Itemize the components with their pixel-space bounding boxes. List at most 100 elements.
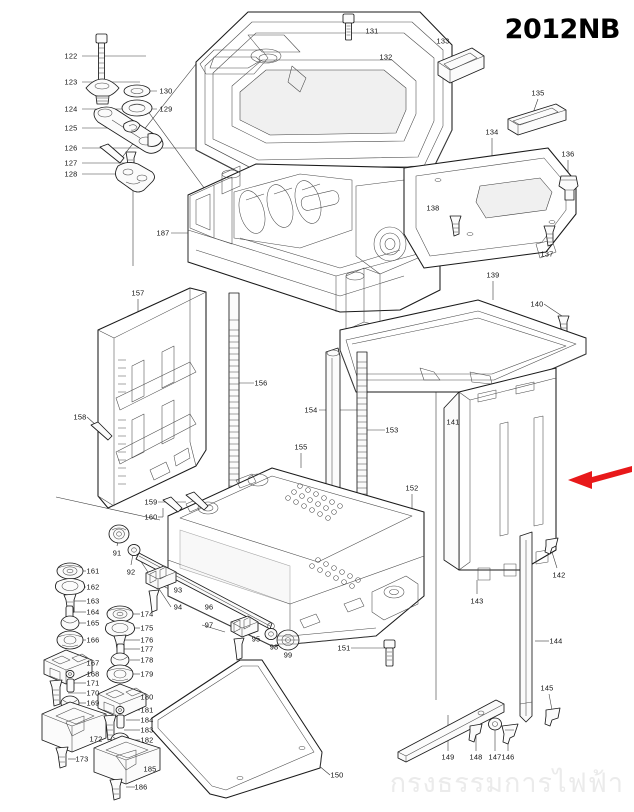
callout-93: 93 (173, 585, 183, 595)
callout-147: 147 (488, 752, 502, 762)
callout-148: 148 (469, 752, 483, 762)
callout-98: 98 (269, 642, 279, 652)
callout-169: 169 (86, 698, 100, 708)
callout-181: 181 (140, 705, 154, 715)
callout-92: 92 (126, 567, 136, 577)
callout-168: 168 (86, 669, 100, 679)
callout-178: 178 (140, 655, 154, 665)
part-123-knob (85, 78, 120, 105)
part-135-bar (507, 103, 567, 136)
callout-182: 182 (140, 735, 154, 745)
callout-151: 151 (337, 643, 351, 653)
part-173-screw (55, 746, 69, 769)
callout-127: 127 (64, 158, 78, 168)
part-167-block (43, 649, 93, 685)
callout-131: 131 (365, 26, 379, 36)
callout-167: 167 (86, 658, 100, 668)
part-170-screw (49, 679, 63, 707)
part-144-rod (519, 531, 533, 723)
callout-150: 150 (330, 770, 344, 780)
part-145-screw (544, 707, 561, 727)
callout-95: 95 (251, 634, 261, 644)
callout-186: 186 (134, 782, 148, 792)
part-122-bolt (95, 33, 108, 81)
part-179-gear (106, 664, 134, 684)
callout-174: 174 (140, 609, 154, 619)
part-139-table-plate (339, 299, 587, 393)
callout-137: 137 (540, 249, 554, 259)
callout-163: 163 (86, 596, 100, 606)
annotation-arrow (568, 466, 632, 489)
callout-96: 96 (204, 602, 214, 612)
callout-172: 172 (89, 734, 103, 744)
part-91-bushing (108, 524, 130, 544)
part-165-nut (60, 615, 80, 631)
part-162-flange (54, 578, 86, 596)
part-181-washer (115, 705, 125, 715)
callout-166: 166 (86, 635, 100, 645)
part-180-block (97, 683, 147, 719)
watermark-text: กรงธรรมการไฟฟ้า (389, 768, 624, 799)
callout-145: 145 (540, 683, 554, 693)
part-159-pin (185, 491, 209, 511)
part-171-pin (66, 678, 75, 693)
callout-142: 142 (552, 570, 566, 580)
part-141-side-cover (443, 367, 557, 581)
callout-128: 128 (64, 169, 78, 179)
part-158-pin (90, 421, 113, 441)
part-151-screw (383, 639, 396, 667)
callout-135: 135 (531, 88, 545, 98)
part-131-screw (342, 13, 355, 41)
callout-124: 124 (64, 104, 78, 114)
callout-97: 97 (204, 620, 214, 630)
callout-164: 164 (86, 607, 100, 617)
part-138-screw (449, 215, 462, 237)
callout-132: 132 (379, 52, 393, 62)
part-133-block (437, 47, 485, 84)
callout-125: 125 (64, 123, 78, 133)
callout-176: 176 (140, 635, 154, 645)
part-96-clamp (230, 615, 259, 638)
callout-140: 140 (530, 299, 544, 309)
callout-171: 171 (86, 678, 100, 688)
callout-187: 187 (156, 228, 170, 238)
part-150-bottom-plate (151, 659, 323, 799)
part-142-screw (544, 537, 559, 555)
callout-129: 129 (159, 104, 173, 114)
part-160-pin (162, 496, 183, 513)
part-187-main-housing (187, 163, 441, 331)
callout-130: 130 (159, 86, 173, 96)
part-186-screw (109, 778, 123, 801)
part-130-washer (123, 84, 151, 98)
callout-184: 184 (140, 715, 154, 725)
callout-152: 152 (405, 483, 419, 493)
part-146-screw (501, 723, 519, 745)
callout-146: 146 (501, 752, 515, 762)
callout-139: 139 (486, 270, 500, 280)
callout-161: 161 (86, 566, 100, 576)
callout-183: 183 (140, 725, 154, 735)
part-155-carriage (167, 467, 425, 647)
part-128-bracket (115, 161, 155, 193)
part-134-top-panel (403, 147, 577, 269)
part-98-washer (264, 627, 278, 641)
part-149-rail (397, 699, 505, 763)
model-number-title: 2012NB (504, 14, 621, 45)
part-92-washer (127, 543, 141, 557)
callout-179: 179 (140, 669, 154, 679)
callout-153: 153 (385, 425, 399, 435)
part-top-cover (195, 11, 453, 179)
callout-173: 173 (75, 754, 89, 764)
callout-99: 99 (283, 650, 293, 660)
part-161-bearing (56, 562, 84, 580)
part-126-pin (99, 143, 125, 164)
part-93-clamp (145, 565, 177, 590)
callout-138: 138 (426, 203, 440, 213)
callout-149: 149 (441, 752, 455, 762)
part-147-washer (488, 717, 502, 731)
callout-177: 177 (140, 644, 154, 654)
part-184-pin (116, 714, 125, 729)
part-125-clip (123, 120, 141, 133)
callout-175: 175 (140, 623, 154, 633)
callout-91: 91 (112, 548, 122, 558)
